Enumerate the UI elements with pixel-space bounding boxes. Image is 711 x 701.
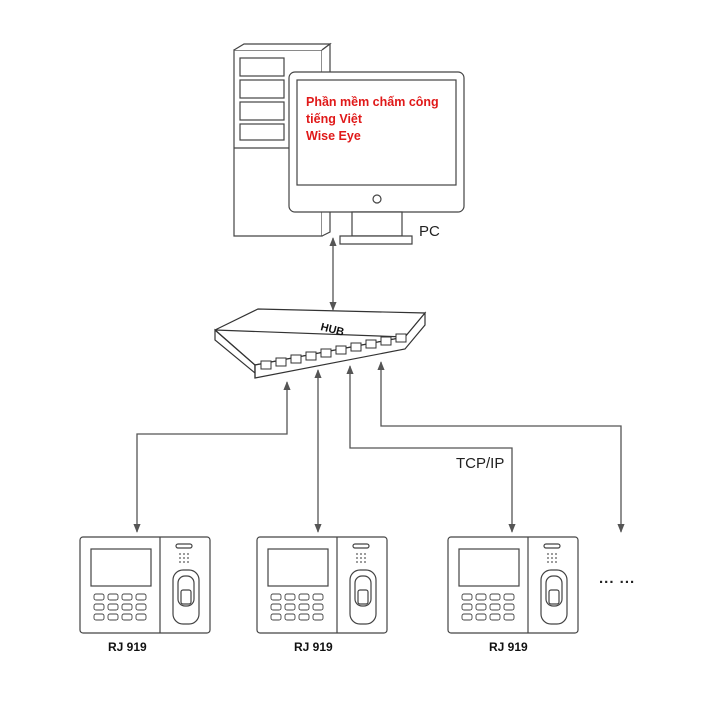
network-label: TCP/IP [456, 455, 505, 472]
hub-ports [260, 333, 407, 370]
device-label-3: RJ 919 [489, 640, 528, 654]
link-hub-device-3 [346, 365, 516, 533]
device-rj919-2 [256, 536, 388, 634]
pc-screen-line-1: Phần mềm chấm công [306, 95, 439, 109]
hub-device [214, 308, 427, 379]
pc-screen-line-3: Wise Eye [306, 129, 361, 143]
pc-screen-line-2: tiếng Việt [306, 112, 363, 126]
link-hub-more [377, 361, 625, 533]
pc-monitor [288, 71, 465, 245]
pc-screen-text: Phần mềm chấm công tiếng Việt Wise Eye [306, 94, 439, 145]
device-label-1: RJ 919 [108, 640, 147, 654]
device-rj919-3 [447, 536, 579, 634]
device-rj919-1 [79, 536, 211, 634]
hub-label: HUB [319, 321, 345, 338]
hub-device-links [133, 361, 625, 533]
link-hub-device-1 [133, 381, 291, 533]
more-devices-ellipsis: ... ... [599, 570, 636, 587]
pc-label: PC [419, 223, 440, 240]
device-label-2: RJ 919 [294, 640, 333, 654]
